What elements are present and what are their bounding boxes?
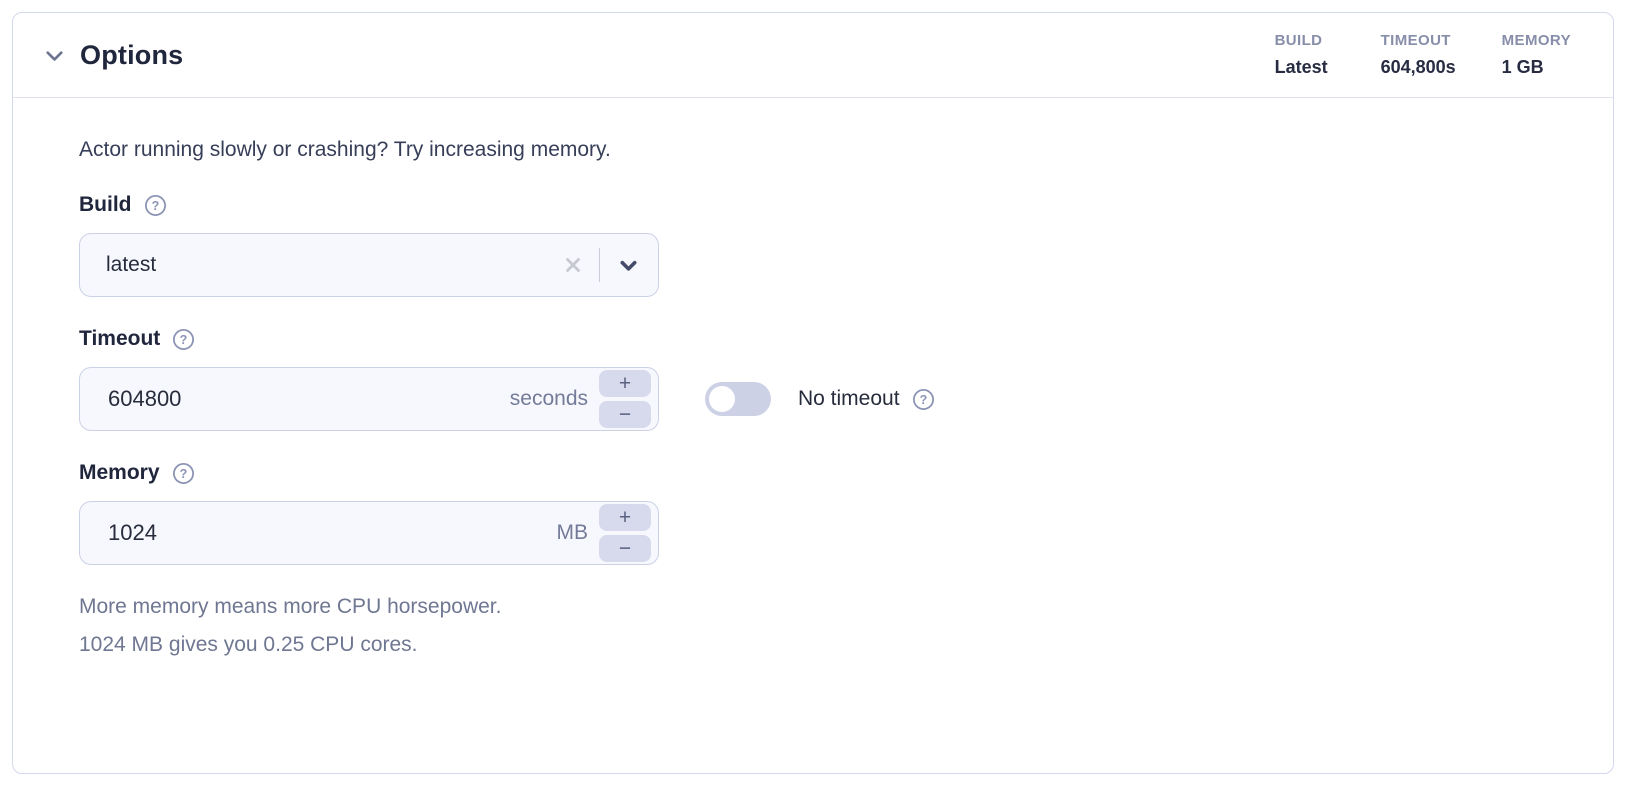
build-label: Build (79, 193, 132, 216)
timeout-input-box: seconds + − (79, 367, 659, 431)
timeout-unit-suffix: seconds (509, 387, 588, 410)
memory-label-row: Memory ? (79, 459, 1573, 487)
memory-increment-button[interactable]: + (599, 504, 651, 531)
summary-memory: MEMORY 1 GB (1502, 31, 1571, 79)
summary-memory-label: MEMORY (1501, 32, 1571, 49)
svg-text:?: ? (151, 198, 159, 212)
no-timeout-label: No timeout (798, 387, 900, 410)
question-circle-icon: ? (172, 328, 195, 351)
memory-decrement-button[interactable]: − (599, 535, 651, 562)
options-panel-header[interactable]: Options BUILD Latest TIMEOUT 604,800s ME… (13, 13, 1613, 98)
timeout-help-button[interactable]: ? (172, 328, 195, 351)
svg-text:?: ? (179, 466, 187, 480)
timeout-steppers: + − (599, 370, 651, 428)
memory-input-box: MB + − (79, 501, 659, 565)
collapse-chevron-button[interactable] (39, 40, 69, 70)
timeout-increment-button[interactable]: + (599, 370, 651, 397)
build-clear-button[interactable] (562, 254, 584, 276)
panel-title: Options (80, 39, 184, 70)
memory-helper-line1: More memory means more CPU horsepower. (79, 595, 502, 618)
build-dropdown-button[interactable] (615, 252, 642, 279)
question-circle-icon: ? (144, 194, 167, 217)
svg-text:?: ? (919, 392, 927, 406)
summary-build-value: Latest (1274, 57, 1328, 77)
memory-help-button[interactable]: ? (172, 462, 195, 485)
summary-memory-value: 1 GB (1501, 57, 1544, 77)
no-timeout-toggle[interactable] (705, 382, 771, 416)
memory-label: Memory (79, 461, 160, 484)
svg-text:?: ? (180, 332, 188, 346)
memory-hint-text: Actor running slowly or crashing? Try in… (79, 138, 611, 161)
summary-build: BUILD Latest (1275, 31, 1335, 79)
timeout-row: seconds + − No timeout ? (79, 367, 1573, 431)
build-help-button[interactable]: ? (144, 194, 167, 217)
summary-timeout-value: 604,800s (1380, 57, 1456, 77)
timeout-label-row: Timeout ? (79, 325, 1573, 353)
memory-helper-text: More memory means more CPU horsepower. 1… (79, 588, 1573, 664)
options-panel-body: Actor running slowly or crashing? Try in… (13, 98, 1613, 664)
summary-build-label: BUILD (1274, 32, 1323, 49)
build-label-row: Build ? (79, 191, 1573, 219)
summary-timeout: TIMEOUT 604,800s (1381, 31, 1456, 79)
no-timeout-help-button[interactable]: ? (912, 388, 935, 411)
header-summary: BUILD Latest TIMEOUT 604,800s MEMORY 1 G… (1275, 31, 1571, 79)
chevron-down-icon (615, 252, 642, 279)
memory-helper-line2: 1024 MB gives you 0.25 CPU cores. (79, 633, 418, 656)
summary-timeout-label: TIMEOUT (1380, 32, 1451, 49)
options-panel: Options BUILD Latest TIMEOUT 604,800s ME… (12, 12, 1614, 774)
question-circle-icon: ? (172, 462, 195, 485)
timeout-input[interactable] (106, 385, 510, 413)
memory-unit-suffix: MB (556, 521, 589, 544)
question-circle-icon: ? (912, 388, 935, 411)
select-divider (598, 248, 600, 282)
build-select[interactable]: latest (79, 233, 659, 297)
timeout-decrement-button[interactable]: − (599, 401, 651, 428)
chevron-down-icon (41, 42, 68, 69)
timeout-label: Timeout (79, 327, 161, 350)
memory-steppers: + − (599, 504, 651, 562)
toggle-knob (709, 386, 735, 412)
build-select-value: latest (106, 253, 157, 276)
memory-input[interactable] (106, 519, 557, 547)
x-icon (562, 254, 584, 276)
